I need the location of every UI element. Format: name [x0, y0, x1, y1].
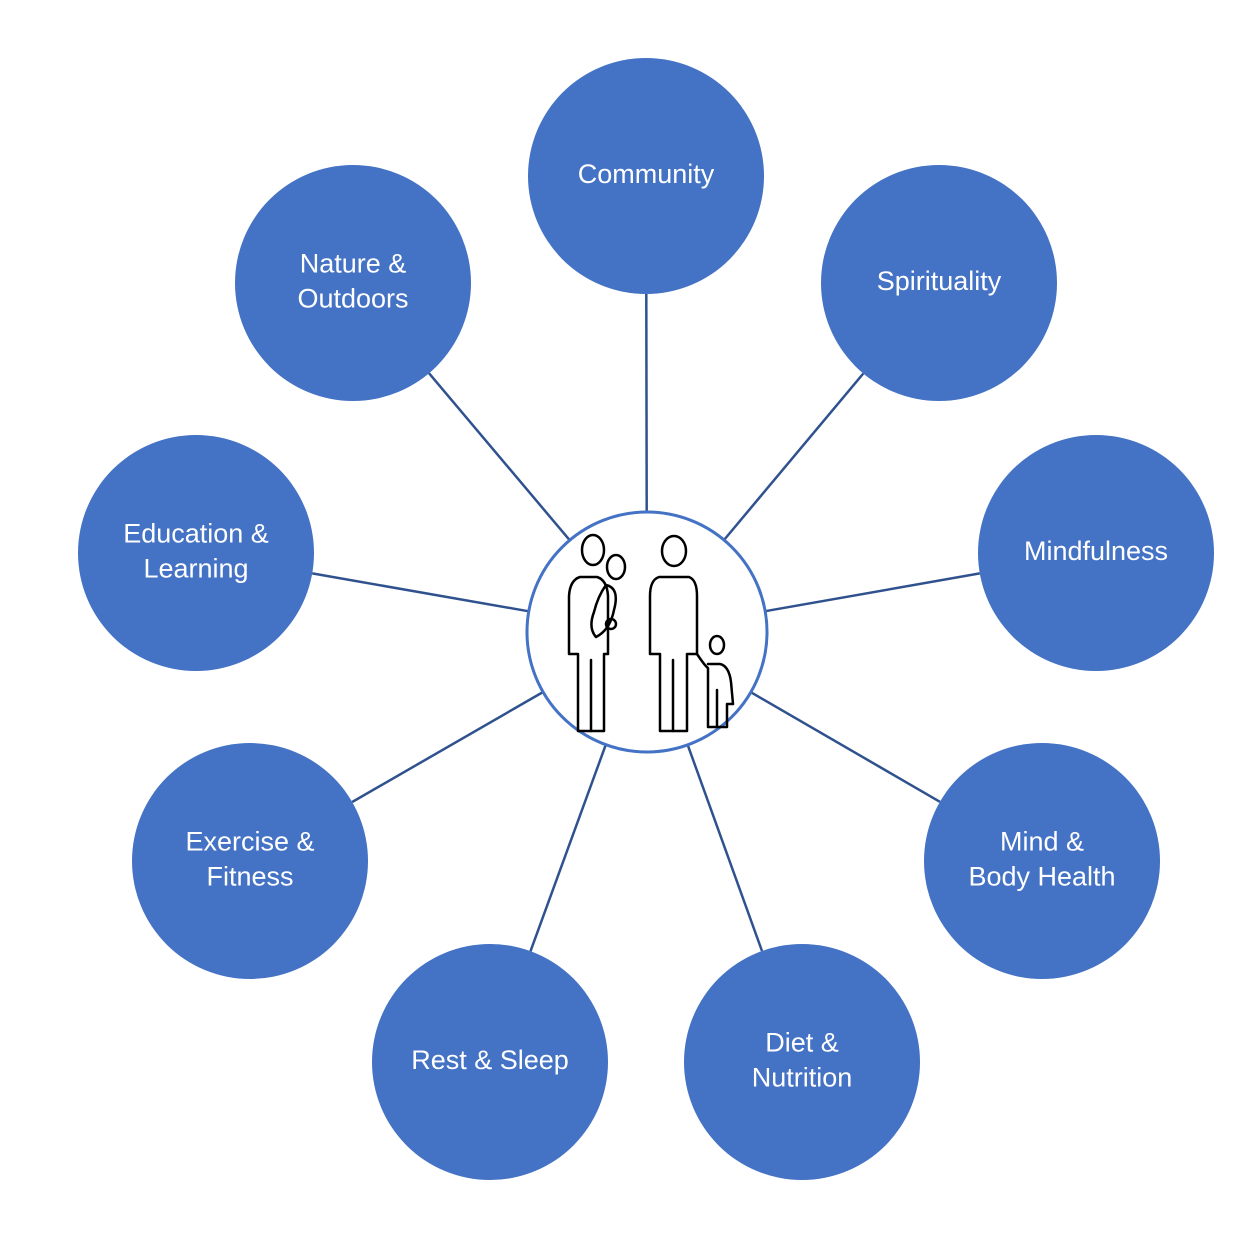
node-community: Community — [528, 58, 764, 294]
node-label-diet-nutrition-line-1: Diet & — [765, 1028, 839, 1058]
node-label-mindfulness-line-1: Mindfulness — [1024, 536, 1168, 566]
node-label-education-learning-line-1: Education & — [123, 519, 269, 549]
family-icon — [567, 533, 735, 733]
hub — [525, 510, 769, 754]
child-figure — [695, 634, 735, 729]
node-circle-education-learning — [78, 435, 314, 671]
connector-education-learning — [311, 572, 530, 613]
node-label-exercise-fitness-line-2: Fitness — [206, 862, 293, 892]
node-circle-spirituality — [821, 165, 1057, 401]
connector-mindfulness — [764, 572, 981, 613]
node-label-nature-outdoors-line-2: Outdoors — [297, 284, 408, 314]
node-circle-diet-nutrition — [684, 944, 920, 1180]
connector-nature-outdoors — [428, 372, 571, 542]
node-nature-outdoors: Nature & Outdoors — [235, 165, 471, 401]
adult-with-baby-figure — [567, 533, 627, 733]
node-circle-exercise-fitness — [132, 743, 368, 979]
node-rest-sleep: Rest & Sleep — [372, 944, 608, 1180]
connector-mind-body-health — [750, 691, 941, 803]
node-education-learning: Education & Learning — [78, 435, 314, 671]
node-label-rest-sleep-line-1: Rest & Sleep — [411, 1045, 569, 1075]
node-circle-mindfulness — [978, 435, 1214, 671]
node-diet-nutrition: Diet & Nutrition — [684, 944, 920, 1180]
connector-diet-nutrition — [686, 744, 764, 952]
node-mindfulness: Mindfulness — [978, 435, 1214, 671]
node-label-community-line-1: Community — [578, 159, 715, 189]
node-label-mind-body-health-line-2: Body Health — [968, 862, 1115, 892]
node-label-exercise-fitness-line-1: Exercise & — [185, 827, 314, 857]
node-mind-body-health: Mind & Body Health — [924, 743, 1160, 979]
node-label-nature-outdoors-line-1: Nature & — [300, 249, 407, 279]
node-circle-community — [528, 58, 764, 294]
adult-figure — [648, 534, 699, 733]
node-label-diet-nutrition-line-2: Nutrition — [752, 1063, 853, 1093]
hub-circle — [525, 510, 769, 754]
node-spirituality: Spirituality — [821, 165, 1057, 401]
node-circle-mind-body-health — [924, 743, 1160, 979]
node-label-education-learning-line-2: Learning — [143, 554, 248, 584]
node-exercise-fitness: Exercise & Fitness — [132, 743, 368, 979]
node-label-mind-body-health-line-1: Mind & — [1000, 827, 1084, 857]
connectors — [311, 293, 981, 952]
connector-rest-sleep — [529, 744, 607, 952]
connector-spirituality — [723, 372, 865, 541]
node-circle-nature-outdoors — [235, 165, 471, 401]
connector-exercise-fitness — [351, 690, 544, 804]
node-label-spirituality-line-1: Spirituality — [877, 266, 1002, 296]
node-circle-rest-sleep — [372, 944, 608, 1180]
